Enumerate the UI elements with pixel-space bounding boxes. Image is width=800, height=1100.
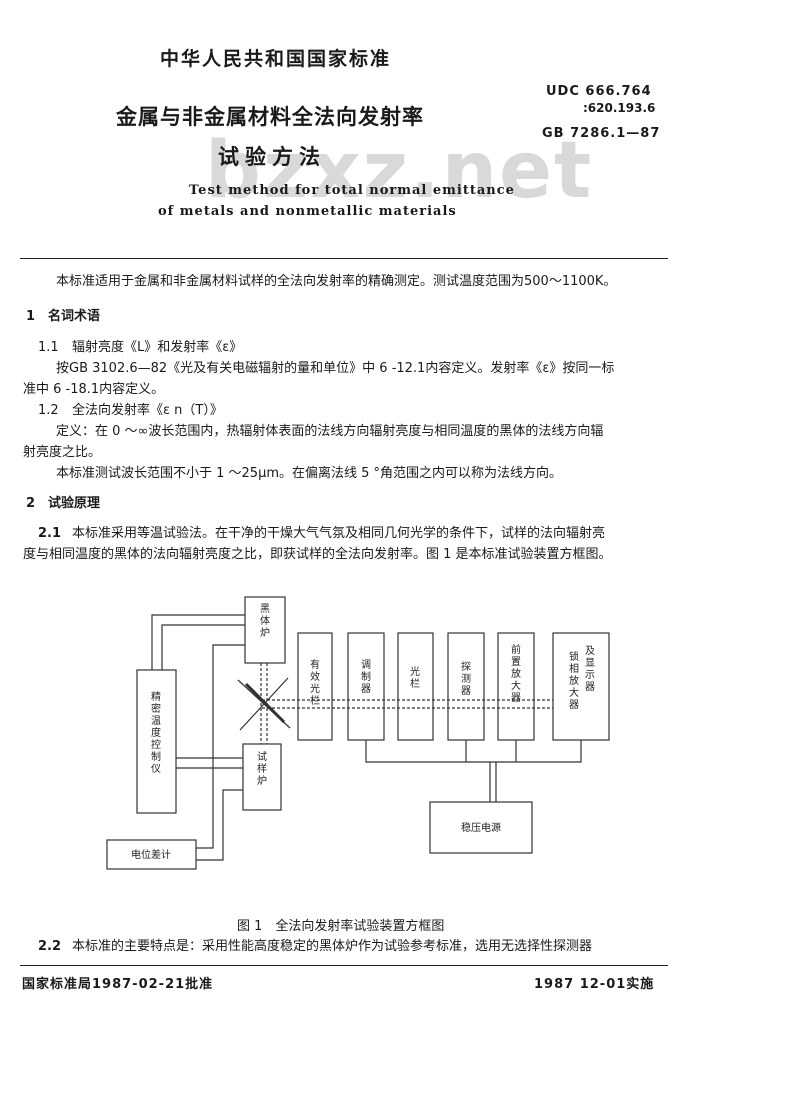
intro-paragraph: 本标准适用于金属和非金属材料试样的全法向发射率的精确测定。测试温度范围为500～… [56, 274, 617, 289]
watermark: bzxz.net [205, 126, 594, 216]
english-title-line2: of metals and nonmetallic materials [158, 204, 457, 219]
clause-2-1-number: 2.1 [38, 526, 62, 541]
wire-potentiometer-1 [196, 644, 245, 849]
approval-date: 国家标准局1987-02-21批准 [22, 977, 214, 992]
clause-2-2-number: 2.2 [38, 939, 62, 954]
mirror-3 [244, 682, 286, 724]
bus-chopper [365, 740, 490, 763]
section-1-title: 1 名词术语 [26, 309, 101, 324]
wire-controller-blackbody-1 [151, 614, 245, 670]
temperature-controller-label: 精密温度控制仪 [151, 690, 161, 775]
clause-1-2-text-c: 本标准测试波长范围不小于 1 ～25μm。在偏离法线 5 °角范围之内可以称为法… [56, 466, 563, 481]
detector-label: 探测器 [461, 660, 471, 697]
preamp-label: 前置放大器 [511, 643, 521, 704]
clause-2-1-text-a: 本标准采用等温试验法。在干净的干燥大气气氛及相同几何光学的条件下，试样的法向辐射… [72, 526, 606, 541]
issuing-organization: 中华人民共和国国家标准 [160, 48, 392, 70]
clause-1-2-number: 1.2 [38, 403, 59, 418]
lockin-amp-label-2: 及显示器 [585, 645, 595, 693]
clause-1-1-text-a: 按GB 3102.6—82《光及有关电磁辐射的量和单位》中 6 -12.1内容定… [56, 361, 615, 376]
clause-2-2-text: 本标准的主要特点是：采用性能高度稳定的黑体炉作为试验参考标准，选用无选择性探测器 [72, 939, 593, 954]
udc-code-line2: :620.193.6 [583, 101, 656, 115]
temperature-controller-box [136, 669, 177, 814]
potentiometer-label: 电位差计 [131, 848, 171, 861]
english-title-line1: Test method for total normal emittance [189, 183, 515, 198]
power-supply-box [429, 801, 533, 854]
clause-1-1-text-b: 准中 6 -18.1内容定义。 [23, 382, 165, 397]
clause-1-2-text-a: 定义：在 0 ～∞波长范围内，热辐射体表面的法线方向辐射亮度与相同温度的黑体的法… [56, 424, 604, 439]
power-supply-label: 稳压电源 [461, 821, 501, 834]
section-2-title: 2 试验原理 [26, 496, 101, 511]
document-title-line2: 试验方法 [218, 145, 326, 169]
potentiometer-box [106, 839, 197, 870]
diaphragm-label: 有效光栏 [310, 658, 320, 707]
sample-furnace-label: 试样炉 [257, 750, 267, 787]
chopper-label: 调制器 [361, 659, 371, 695]
aperture-box [397, 632, 434, 741]
figure-1-caption: 图 1 全法向发射率试验装置方框图 [237, 919, 445, 934]
clause-1-1-number: 1.1 [38, 340, 59, 355]
header-divider [20, 258, 668, 259]
udc-code-line1: UDC 666.764 [546, 84, 652, 99]
blackbody-furnace-box [244, 596, 286, 664]
clause-1-2-text-b: 射亮度之比。 [23, 445, 102, 460]
footer-divider [20, 965, 668, 966]
sample-furnace-box [242, 743, 282, 811]
clause-1-1-heading: 辐射亮度《L》和发射率《ε》 [72, 340, 243, 355]
diaphragm-box [297, 632, 333, 741]
clause-1-2-heading: 全法向发射率《ε n（T）》 [72, 403, 223, 418]
bus-lockin [490, 740, 582, 763]
blackbody-label: 黑体炉 [260, 603, 270, 639]
standard-number: GB 7286.1—87 [542, 126, 661, 141]
effective-date: 1987 12-01实施 [534, 977, 655, 992]
document-title-line1: 金属与非金属材料全法向发射率 [116, 105, 424, 129]
lockin-amp-box [552, 632, 610, 741]
wire-potentiometer-2 [196, 789, 243, 861]
lockin-amp-label-1: 锁相放大器 [569, 650, 579, 711]
wire-controller-blackbody-2 [161, 624, 245, 670]
clause-2-1-text-b: 度与相同温度的黑体的法向辐射亮度之比，即获试样的全法向发射率。图 1 是本标准试… [23, 547, 612, 562]
aperture-label: 光栏 [410, 665, 420, 690]
